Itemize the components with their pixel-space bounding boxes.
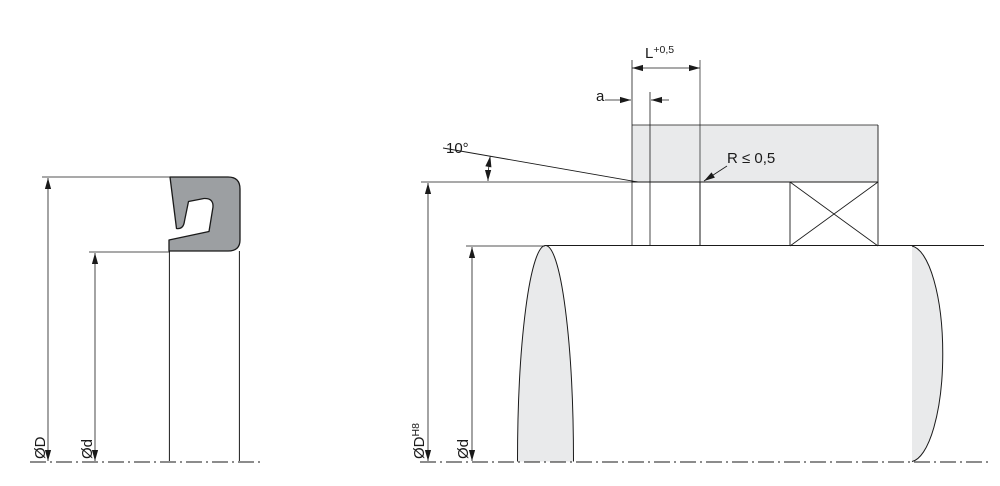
- groove-length-label: L+0,5: [645, 44, 674, 62]
- clearance-label: a: [596, 88, 605, 105]
- rod-diameter-label: Ød: [455, 439, 472, 459]
- rod-end-ellipse: [517, 245, 574, 462]
- angle-dimension-arc: [484, 155, 492, 182]
- bore-diameter-label: ØDH8: [410, 423, 428, 459]
- guide-ring-diagonal-2: [789, 181, 879, 247]
- wiper-seal-cross-section: [168, 176, 241, 252]
- corner-radius-label: R ≤ 0,5: [727, 150, 775, 167]
- outer-diameter-label: ØD: [32, 436, 49, 459]
- chamfer-line: [442, 147, 639, 183]
- chamfer-angle-label: 10°: [446, 140, 469, 157]
- housing-section: [632, 125, 878, 182]
- radius-leader-line: [703, 165, 728, 182]
- seal-profile-view: ØD Ød: [30, 176, 264, 463]
- installation-view: L+0,5 a 10° R ≤ 0,5 ØDH8 Ød: [410, 44, 990, 463]
- rod-break-arc: [911, 245, 944, 462]
- inner-diameter-label: Ød: [79, 439, 96, 459]
